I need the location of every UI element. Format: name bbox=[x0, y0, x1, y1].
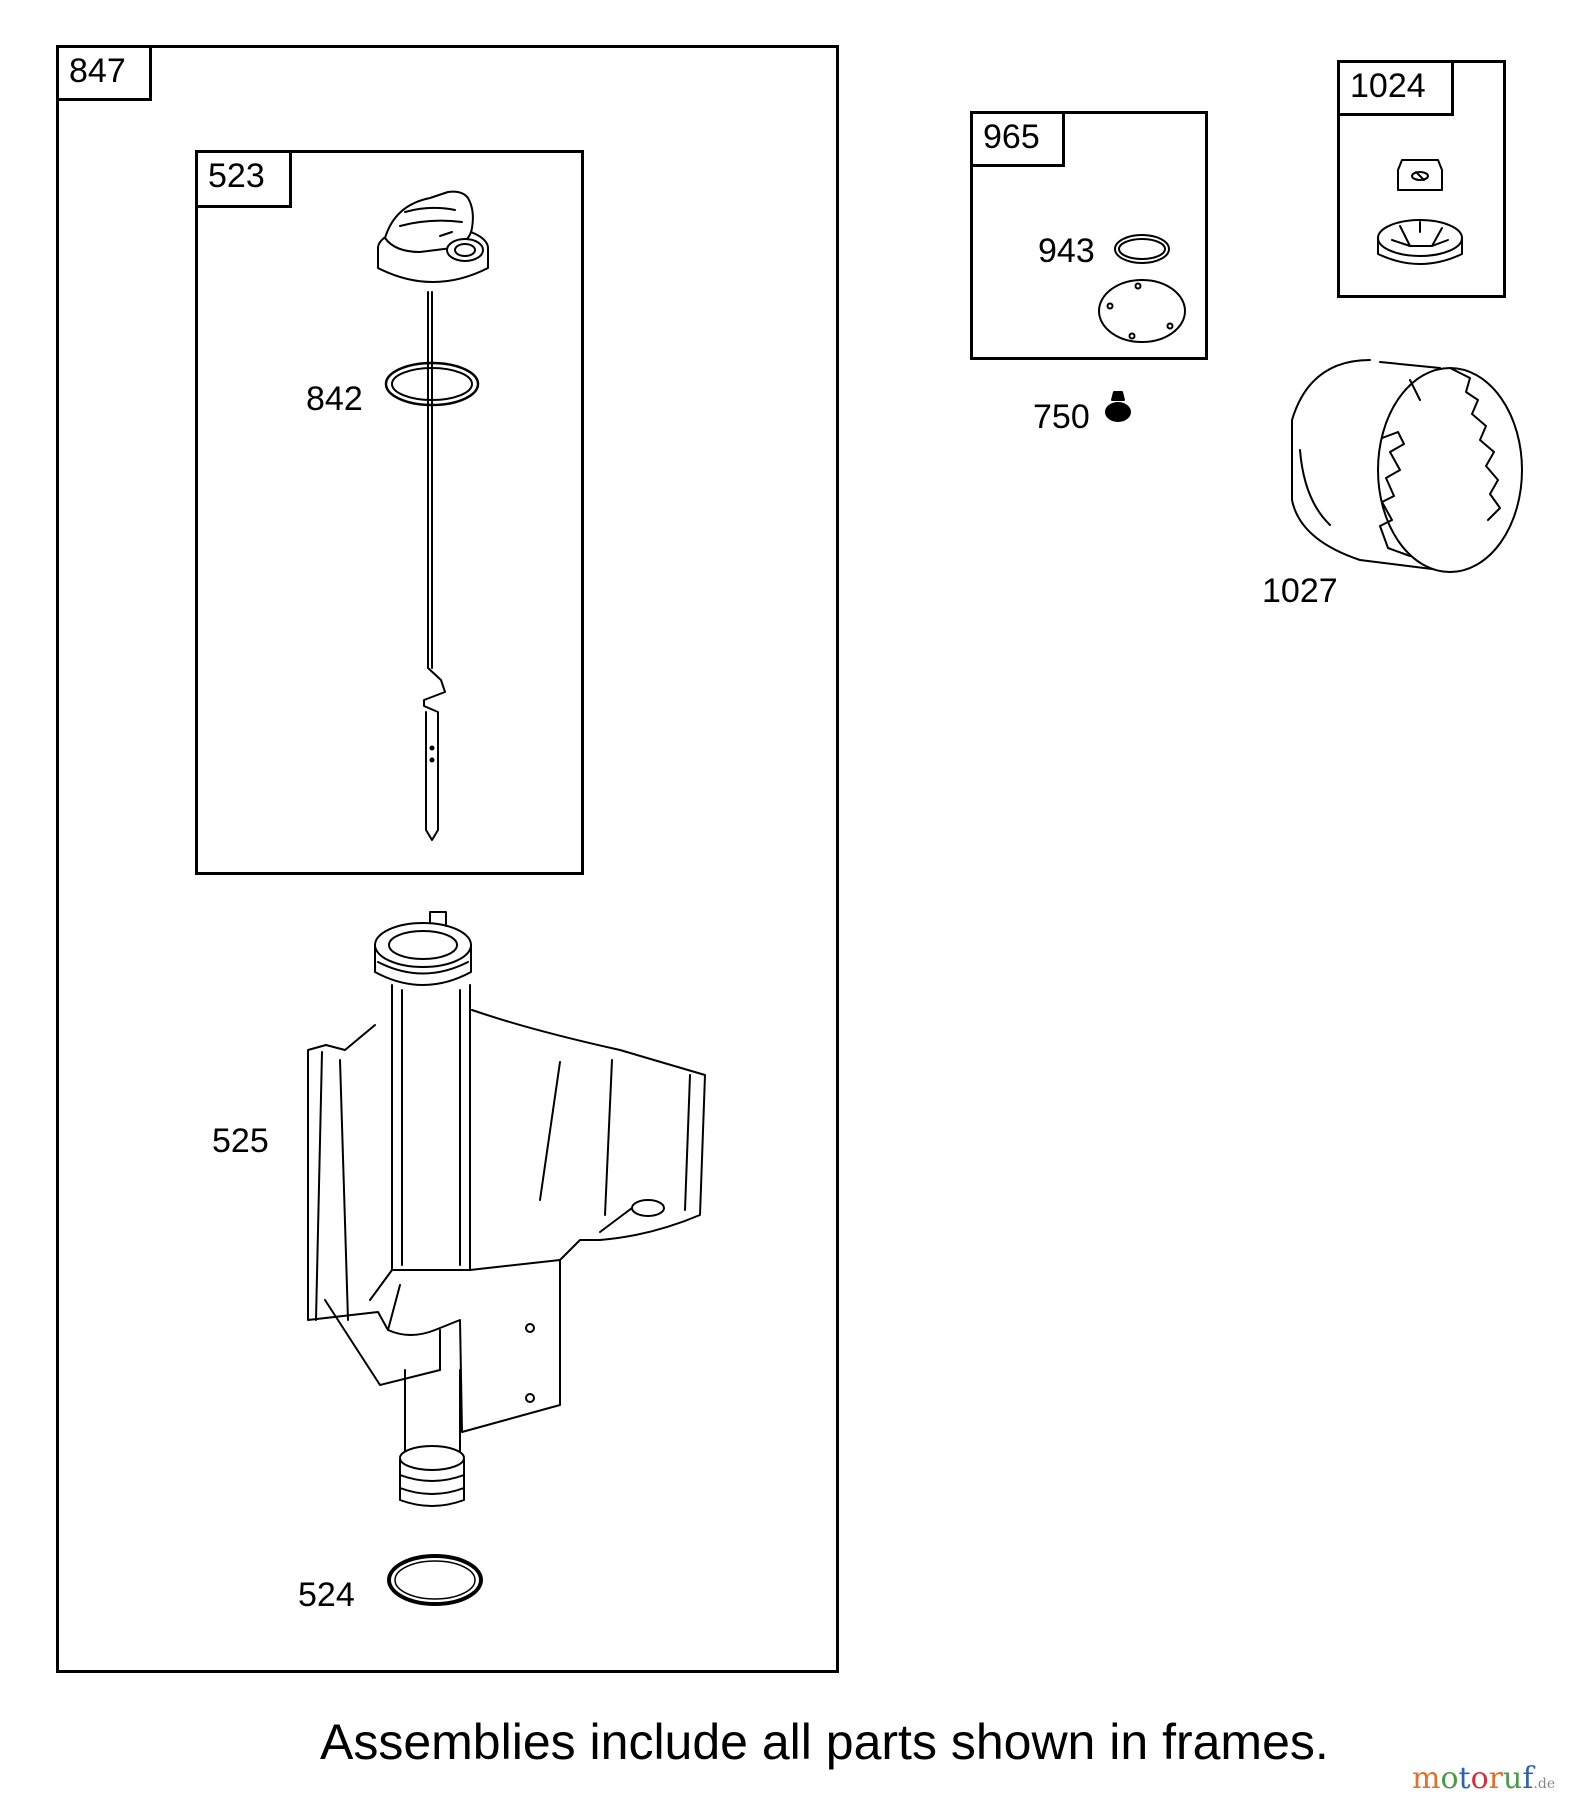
frame-523 bbox=[195, 150, 584, 875]
frame-847-tag: 847 bbox=[56, 45, 152, 101]
o-ring-842-drawing bbox=[384, 361, 480, 407]
screw-750-drawing bbox=[1105, 391, 1131, 422]
part-label-524: 524 bbox=[298, 1576, 355, 1614]
part-label-525: 525 bbox=[212, 1122, 269, 1160]
frame-847 bbox=[56, 45, 839, 1673]
watermark-logo: motoruf.de bbox=[1412, 1761, 1556, 1796]
oil-filter-drawing bbox=[1291, 359, 1523, 573]
part-label-750: 750 bbox=[1033, 398, 1090, 436]
frame-965-tag: 965 bbox=[970, 111, 1065, 167]
dipstick-rod-drawing bbox=[423, 291, 446, 841]
assemblies-caption: Assemblies include all parts shown in fr… bbox=[320, 1714, 1329, 1770]
frame-1024-tag: 1024 bbox=[1337, 60, 1454, 116]
oil-fill-tube-drawing bbox=[307, 911, 706, 1507]
frame-523-tag: 523 bbox=[195, 150, 292, 208]
part-label-943: 943 bbox=[1038, 232, 1095, 270]
frame-965 bbox=[970, 111, 1208, 360]
o-ring-524-drawing bbox=[387, 1554, 483, 1606]
cover-plate-drawing bbox=[1098, 279, 1186, 343]
gasket-943-drawing bbox=[1114, 234, 1170, 264]
drain-plug-drawing bbox=[1377, 159, 1463, 265]
part-label-1027: 1027 bbox=[1262, 572, 1338, 610]
dipstick-cap-drawing bbox=[377, 190, 489, 283]
part-label-842: 842 bbox=[306, 380, 363, 418]
